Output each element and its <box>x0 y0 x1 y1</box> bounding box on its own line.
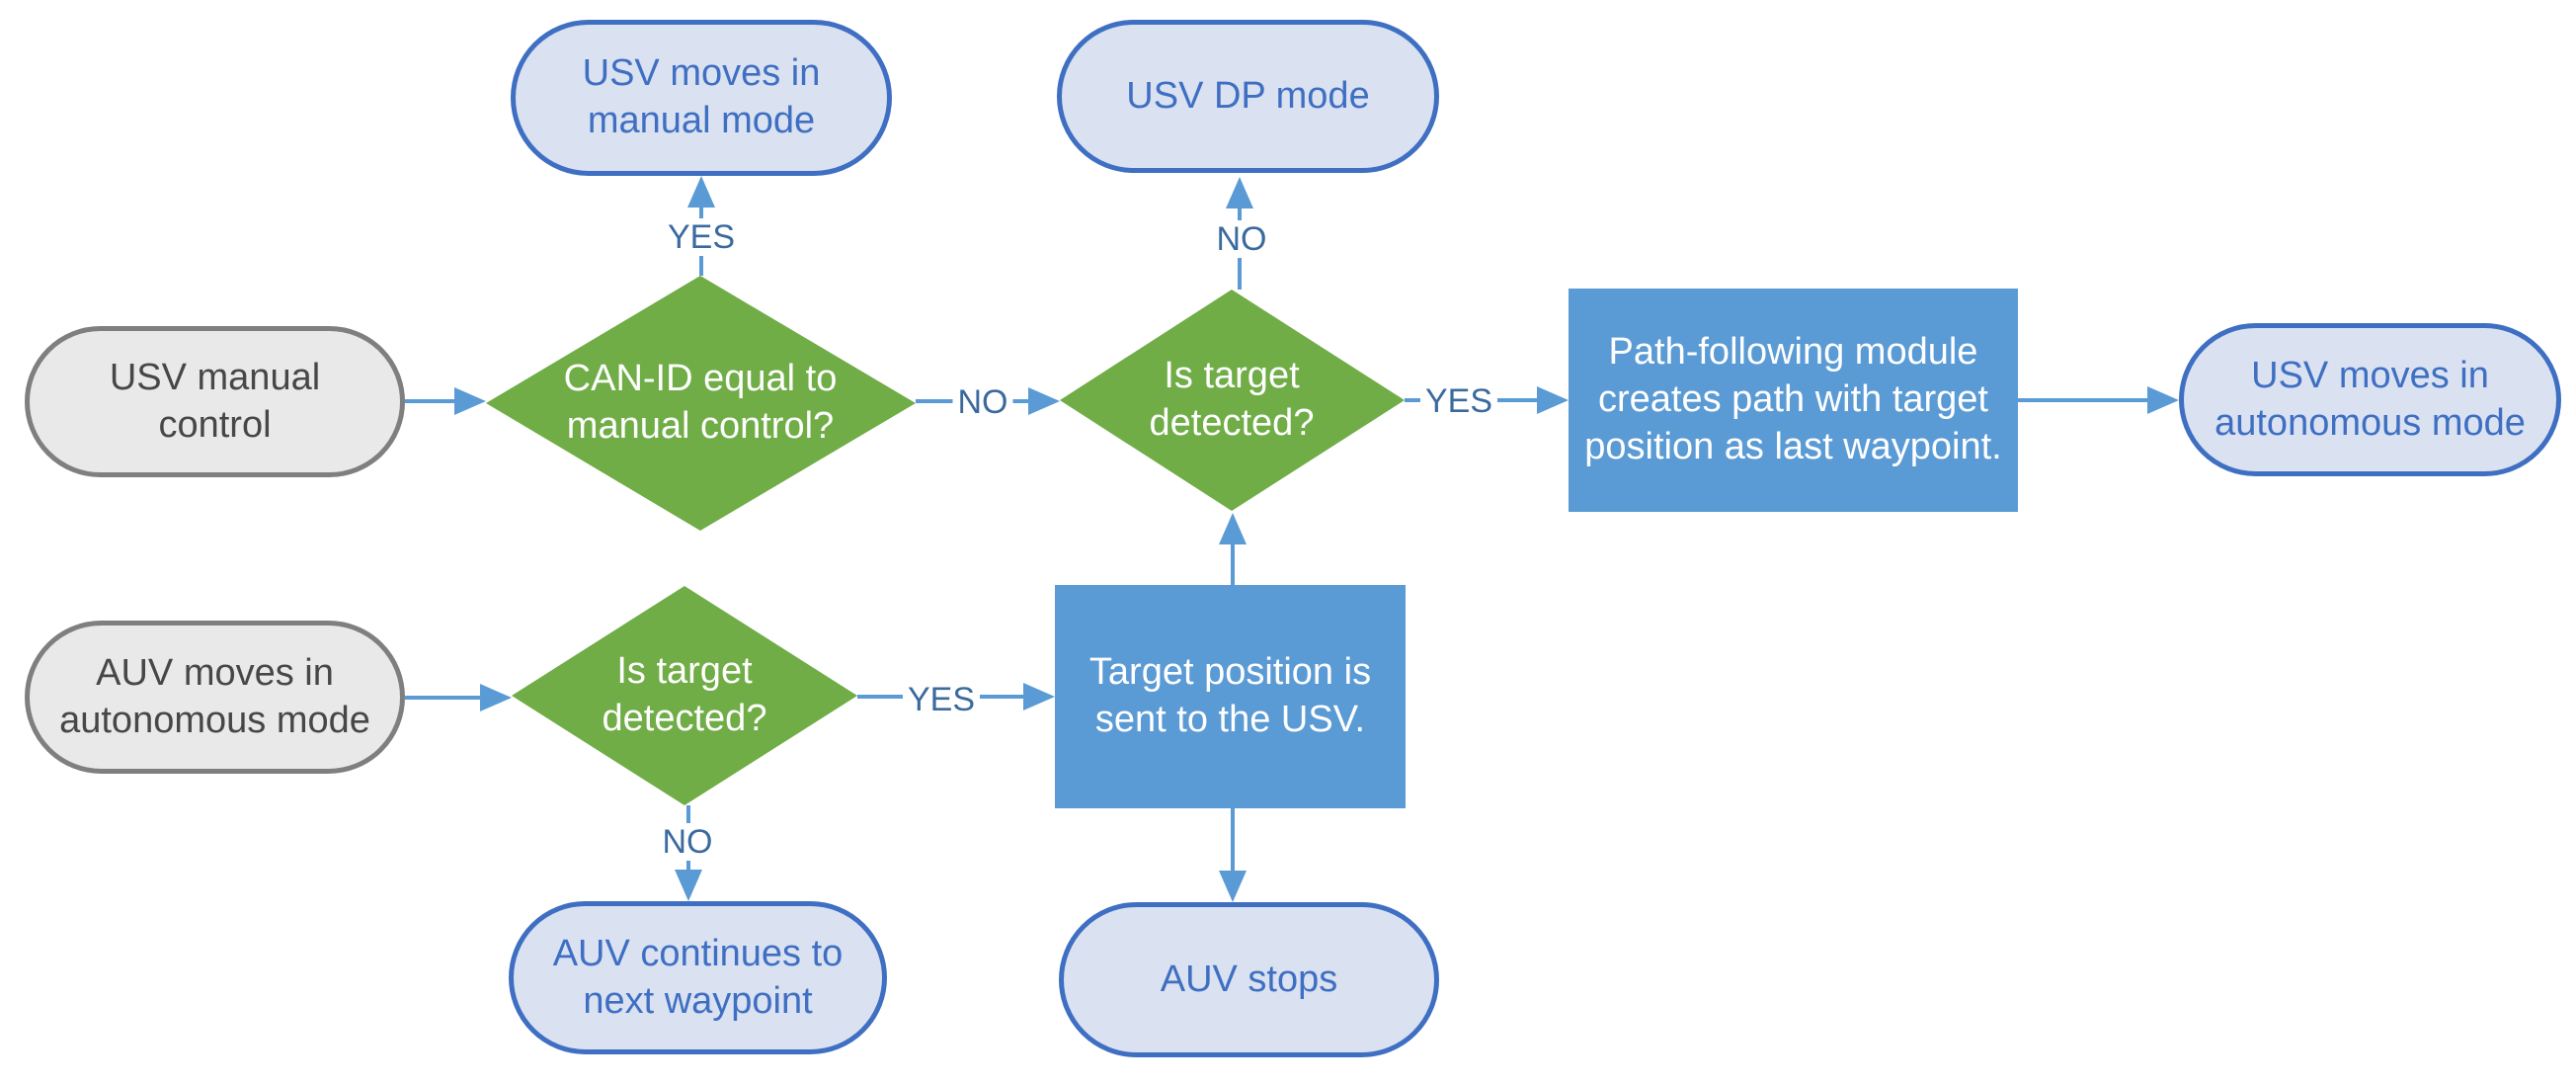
edge-label-yes: YES <box>1419 382 1498 420</box>
node-label: AUV continues to next waypoint <box>552 932 844 1022</box>
arrowhead <box>675 870 702 901</box>
node-label: Is target detected? <box>602 650 767 739</box>
decision-label-auv-target: Is target detected? <box>576 617 793 775</box>
decision-label-canid: CAN-ID equal to manual control? <box>537 324 863 482</box>
edge-label-no: NO <box>657 823 718 861</box>
node-label: USV moves in autonomous mode <box>2214 354 2526 444</box>
arrowhead <box>687 176 715 208</box>
edge-label-no: NO <box>1211 220 1272 258</box>
process-target-position-sent: Target position is sent to the USV. <box>1055 585 1406 808</box>
node-label: USV moves in manual mode <box>582 52 821 141</box>
arrowhead <box>1219 513 1247 544</box>
terminator-usv-dp-mode: USV DP mode <box>1057 20 1439 173</box>
node-label: CAN-ID equal to manual control? <box>563 358 838 447</box>
node-label: AUV moves in autonomous mode <box>59 651 370 741</box>
arrowhead <box>454 387 486 415</box>
edge-label-yes: YES <box>662 218 741 256</box>
decision-diamond-canid <box>486 276 916 531</box>
start-node-auv-moves-autonomous-mode: AUV moves in autonomous mode <box>25 621 405 774</box>
node-label: Target position is sent to the USV. <box>1088 651 1372 740</box>
node-label: USV DP mode <box>1126 74 1370 117</box>
arrowhead <box>480 684 512 711</box>
terminator-usv-moves-autonomous-mode: USV moves in autonomous mode <box>2179 323 2561 476</box>
decision-diamond-auv-target <box>512 586 857 805</box>
terminator-auv-stops: AUV stops <box>1059 902 1439 1057</box>
decision-label-usv-target: Is target detected? <box>1123 321 1340 479</box>
node-label: Path-following module creates path with … <box>1584 331 2002 467</box>
node-label: AUV stops <box>1160 958 1338 1000</box>
start-node-usv-manual-control: USV manual control <box>25 326 405 477</box>
node-label: Is target detected? <box>1149 355 1315 444</box>
arrowhead <box>1028 387 1060 415</box>
edge-label-yes: YES <box>902 681 981 718</box>
arrowhead <box>1023 683 1055 710</box>
arrowhead <box>2147 386 2179 414</box>
arrowhead <box>1219 871 1247 902</box>
decision-diamond-usv-target <box>1060 290 1405 511</box>
arrowhead <box>1226 177 1253 209</box>
terminator-usv-moves-manual-mode: USV moves in manual mode <box>511 20 892 176</box>
edge-label-no: NO <box>952 383 1013 421</box>
terminator-auv-continues-next-waypoint: AUV continues to next waypoint <box>509 901 887 1054</box>
process-path-following-module: Path-following module creates path with … <box>1569 289 2018 512</box>
node-label: USV manual control <box>109 356 321 446</box>
arrowhead <box>1537 386 1569 414</box>
